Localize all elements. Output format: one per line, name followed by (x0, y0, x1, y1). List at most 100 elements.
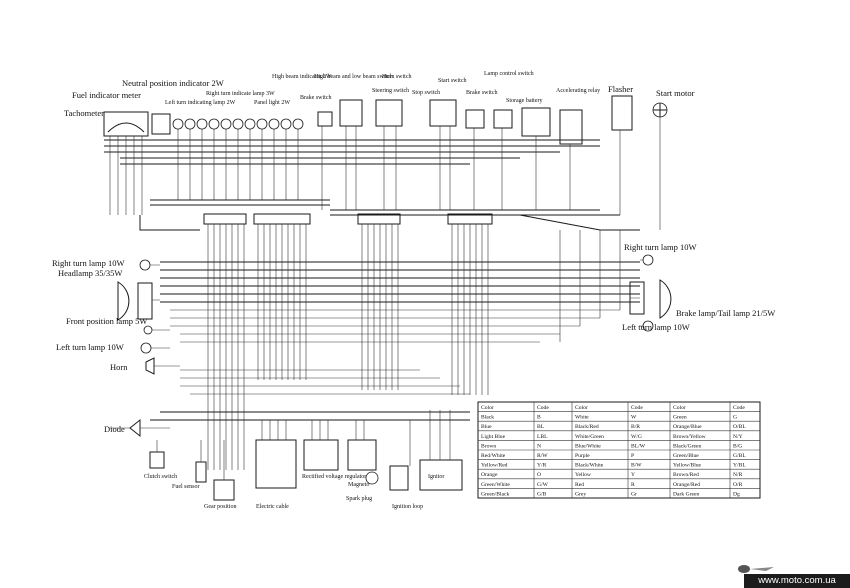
table-cell: Purple (575, 453, 590, 459)
label-start-switch: Start switch (438, 78, 467, 84)
label-rectifier: Rectified voltage regulator (302, 473, 366, 480)
indicator-lamps (172, 118, 304, 130)
diode-symbol (129, 418, 141, 438)
clutch-switch-box (149, 451, 165, 469)
table-cell: O/BL (733, 424, 746, 430)
label-ignitor: Ignitor (428, 474, 444, 480)
label-left-turn-indicator: Left turn indicating lamp 2W (165, 99, 236, 106)
main-bus (160, 230, 640, 395)
table-cell: Blue/White (575, 443, 601, 449)
top-harness (104, 117, 661, 231)
table-cell: R (631, 482, 635, 488)
label-horn-switch: Horn switch (382, 74, 412, 80)
label-stop-switch: Stop switch (412, 90, 440, 96)
lower-components (110, 410, 470, 501)
label-lamp-control-switch: Lamp control switch (484, 71, 534, 77)
table-cell: O (537, 472, 541, 478)
table-cell: Dg (733, 491, 740, 497)
table-cell: Green/Blue (673, 453, 699, 459)
table-cell: N/Y (733, 434, 743, 440)
ignition-loop-box (389, 465, 409, 491)
table-cell: P (631, 453, 634, 459)
table-cell: Black/Red (575, 424, 599, 430)
gear-position-box (213, 479, 235, 501)
label-tachometer: Tachometer (64, 108, 104, 118)
table-cell: Blue (481, 424, 492, 430)
table-cell: B (537, 415, 541, 421)
table-cell: BL (537, 424, 545, 430)
table-cell: Orange (481, 472, 498, 478)
table-cell: W (631, 415, 637, 421)
table-cell: Y (631, 472, 635, 478)
left-turn-lamp-left-symbol (140, 342, 152, 354)
table-cell: Green/Black (481, 491, 509, 497)
label-brake-tail-lamp: Brake lamp/Tail lamp 21/5W (676, 308, 775, 318)
table-cell: B/R (631, 424, 640, 430)
spark-plug-symbol (365, 471, 379, 485)
table-cell: Dark Green (673, 491, 699, 497)
table-cell: O/R (733, 482, 743, 488)
label-accelerating-relay: Accelerating relay (556, 88, 600, 94)
table-cell: G (733, 415, 737, 421)
table-cell: Brown (481, 443, 496, 449)
table-cell: N (537, 443, 541, 449)
table-cell: G/W (537, 482, 549, 488)
tachometer-gauge (103, 111, 149, 137)
table-cell: Brown/Red (673, 472, 699, 478)
label-right-turn-lamp-right: Right turn lamp 10W (624, 242, 696, 252)
table-cell: G/BL (733, 453, 746, 459)
table-cell: B/G (733, 443, 742, 449)
table-cell: Gr (631, 491, 637, 497)
label-fuel-sensor: Fuel sensor (172, 484, 200, 490)
label-diode: Diode (104, 424, 125, 434)
table-cell: W/G (631, 434, 642, 440)
label-headlamp: Headlamp 35/35W (58, 268, 122, 278)
table-cell: White (575, 415, 589, 421)
table-cell: Black/Green (673, 443, 701, 449)
table-cell: Light Blue (481, 434, 506, 440)
component-labels: Neutral position indicator 2W Fuel indic… (52, 71, 775, 510)
storage-battery-box (521, 107, 551, 137)
table-cell: BL/W (631, 443, 646, 449)
site-logo (738, 565, 774, 573)
table-cell: Yellow/Red (481, 463, 508, 469)
label-right-turn-lamp-left: Right turn lamp 10W (52, 258, 124, 268)
table-cell: N/R (733, 472, 743, 478)
high-low-switch-block (339, 99, 363, 127)
label-brake-switch: Brake switch (466, 90, 498, 96)
table-cell: G/B (537, 491, 547, 497)
table-cell: Orange/Red (673, 482, 700, 488)
right-turn-lamp-left-symbol (139, 259, 151, 271)
table-cell: Grey (575, 491, 586, 497)
front-position-lamp-symbol (143, 325, 153, 335)
steering-switch-block (375, 99, 403, 127)
electric-cable-box (255, 439, 297, 489)
brake-switch-block (493, 109, 513, 129)
table-cell: Y/R (537, 463, 547, 469)
rectifier-box (303, 439, 339, 471)
table-cell: White/Green (575, 434, 604, 440)
table-header-cell: Color (481, 405, 494, 411)
table-cell: Black (481, 415, 494, 421)
right-lamps (629, 254, 672, 332)
magneto-box (347, 439, 377, 471)
label-ignition-loop: Ignition loop (392, 504, 423, 510)
label-electric-cable: Electric cable (256, 504, 289, 510)
brake-switch-top-box (317, 111, 333, 127)
label-right-turn-indicator: Right turn indicate lamp 3W (206, 91, 275, 97)
table-header-cell: Code (631, 405, 643, 411)
table-header-cell: Color (575, 405, 588, 411)
table-cell: Orange/Blue (673, 424, 702, 430)
label-front-position-lamp: Front position lamp 5W (66, 316, 147, 326)
start-switch-block (465, 109, 485, 129)
right-turn-lamp-right-symbol (642, 254, 654, 266)
stop-switch-block (429, 99, 457, 127)
label-high-beam-indicator: High beam indicator 2W (272, 74, 332, 80)
label-spark-plug: Spark plug (346, 496, 372, 502)
label-fuel-meter: Fuel indicator meter (72, 90, 141, 100)
table-cell: R/W (537, 453, 548, 459)
label-neutral-indicator: Neutral position indicator 2W (122, 78, 224, 88)
table-cell: Red (575, 482, 584, 488)
